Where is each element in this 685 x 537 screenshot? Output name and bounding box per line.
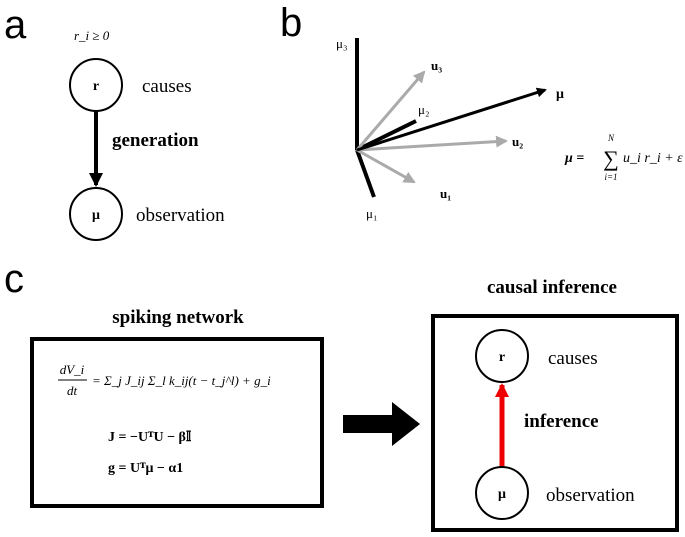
causes-label-c: causes: [548, 348, 598, 369]
basis-vector-u3: [355, 70, 426, 151]
nonnegativity-constraint: r_i ≥ 0: [74, 28, 110, 43]
basis-u2-label: u₂: [512, 134, 523, 149]
causal-inference-title: causal inference: [487, 277, 617, 298]
data-vector-mu-label: μ: [556, 87, 564, 102]
panel-a-letter: a: [4, 3, 27, 47]
causes-node-c: [475, 329, 529, 383]
observation-node-a: [69, 187, 123, 241]
generative-equation-rhs: u_i r_i + ε: [623, 151, 683, 166]
basis-vector-u2: [356, 135, 508, 152]
spiking-network-box: [30, 337, 324, 508]
panel-b-letter: b: [280, 1, 302, 45]
observation-node-c-label: μ: [498, 487, 506, 502]
causes-label-a: causes: [142, 76, 192, 97]
eq1-rhs: = Σ_j J_ij Σ_l k_ij(t − t_j^l) + g_i: [92, 373, 271, 388]
eq1-lhs-denominator: dt: [67, 383, 78, 398]
inference-label: inference: [524, 411, 599, 432]
axis-mu1-label: μ₁: [366, 206, 378, 221]
causes-node-c-label: r: [499, 350, 505, 365]
sum-symbol: ∑: [603, 146, 619, 171]
axis-mu1: [355, 149, 376, 198]
panel-c-letter: c: [4, 257, 24, 301]
axis-mu2: [356, 119, 417, 152]
observation-node-c: [475, 466, 529, 520]
observation-node-a-label: μ: [92, 208, 100, 223]
observation-label-c: observation: [546, 485, 635, 506]
axis-mu3-label: μ₃: [336, 36, 348, 51]
basis-vector-u1: [356, 148, 416, 184]
generation-label: generation: [112, 130, 199, 151]
eq3-input-current: g = Uᵀμ − α1: [108, 461, 183, 476]
mapping-arrow: [343, 402, 420, 446]
spiking-network-title: spiking network: [112, 307, 244, 328]
causes-node-a-label: r: [93, 79, 99, 94]
axis-mu2-label: μ₂: [418, 102, 430, 117]
causal-inference-box: [431, 314, 679, 532]
observation-label-a: observation: [136, 205, 225, 226]
eq2-recurrent-weights: J = −UᵀU − β𝕀: [108, 430, 192, 445]
basis-u1-label: u₁: [440, 186, 451, 201]
data-vector-mu: [356, 87, 547, 152]
eq1-lhs-numerator: dV_i: [60, 362, 85, 377]
generative-equation-lhs: μ =: [564, 151, 584, 166]
sum-upper-limit: N: [607, 133, 615, 143]
basis-u3-label: u₃: [431, 58, 442, 73]
sum-lower-limit: i=1: [604, 172, 617, 182]
